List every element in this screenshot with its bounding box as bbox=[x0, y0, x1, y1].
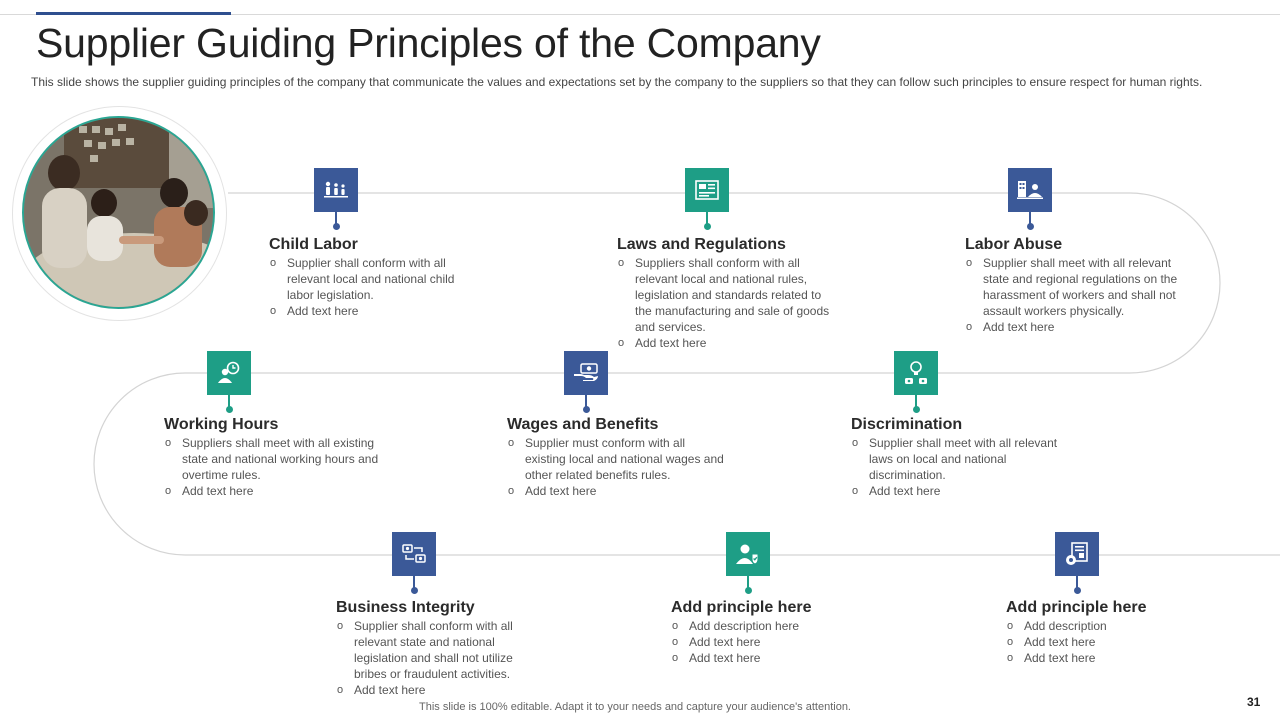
team-meeting-photo bbox=[22, 116, 215, 309]
connector-stem bbox=[1076, 576, 1078, 588]
photo-ring bbox=[12, 106, 227, 321]
idea-people-icon bbox=[894, 351, 938, 395]
bullet-item: Add description here bbox=[671, 618, 871, 634]
principle-title: Laws and Regulations bbox=[617, 236, 786, 253]
title-accent-bar bbox=[36, 12, 231, 15]
principle-bullets: Suppliers shall meet with all existing s… bbox=[164, 435, 389, 499]
connector-dot bbox=[410, 587, 418, 594]
bullet-item: Add text here bbox=[269, 303, 479, 319]
principle-bullets: Supplier shall conform with all relevant… bbox=[269, 255, 479, 319]
business-exchange-icon bbox=[392, 532, 436, 576]
connector-dot bbox=[582, 406, 590, 413]
bullet-item: Add text here bbox=[671, 634, 871, 650]
top-rule bbox=[0, 14, 1280, 15]
bullet-item: Supplier shall conform with all relevant… bbox=[269, 255, 479, 303]
connector-stem bbox=[747, 576, 749, 588]
principle-title: Discrimination bbox=[851, 416, 963, 433]
principle-title: Wages and Benefits bbox=[507, 416, 659, 433]
principle-bullets: Suppliers shall conform with all relevan… bbox=[617, 255, 832, 351]
connector-dot bbox=[332, 223, 340, 230]
principle-bullets: Supplier shall meet with all relevant la… bbox=[851, 435, 1071, 499]
principle-bullets: Supplier shall conform with all relevant… bbox=[336, 618, 536, 698]
bullet-item: Supplier must conform with all existing … bbox=[507, 435, 727, 483]
connector-dot bbox=[912, 406, 920, 413]
children-family-icon bbox=[314, 168, 358, 212]
bullet-item: Supplier shall conform with all relevant… bbox=[336, 618, 536, 682]
bullet-item: Add text here bbox=[851, 483, 1071, 499]
connector-stem bbox=[706, 212, 708, 224]
principle-title: Add principle here bbox=[1006, 599, 1147, 616]
principle-title: Labor Abuse bbox=[965, 236, 1063, 253]
connector-dot bbox=[744, 587, 752, 594]
principle-bullets: Supplier shall meet with all relevant st… bbox=[965, 255, 1185, 335]
bullet-item: Add text here bbox=[617, 335, 832, 351]
connector-dot bbox=[703, 223, 711, 230]
principle-title: Child Labor bbox=[269, 236, 358, 253]
law-document-icon bbox=[685, 168, 729, 212]
bullet-item: Supplier shall meet with all relevant la… bbox=[851, 435, 1071, 483]
page-number: 31 bbox=[1247, 695, 1261, 709]
worker-building-icon bbox=[1008, 168, 1052, 212]
connector-dot bbox=[225, 406, 233, 413]
document-gear-icon bbox=[1055, 532, 1099, 576]
page-subtitle: This slide shows the supplier guiding pr… bbox=[31, 75, 1203, 89]
bullet-item: Add text here bbox=[336, 682, 536, 698]
bullet-item: Add description bbox=[1006, 618, 1206, 634]
connector-stem bbox=[413, 576, 415, 588]
connector-stem bbox=[228, 395, 230, 407]
bullet-item: Add text here bbox=[1006, 650, 1206, 666]
connector-stem bbox=[585, 395, 587, 407]
worker-clock-icon bbox=[207, 351, 251, 395]
principle-title: Business Integrity bbox=[336, 599, 475, 616]
connector-stem bbox=[1029, 212, 1031, 224]
hand-money-icon bbox=[564, 351, 608, 395]
user-shield-icon bbox=[726, 532, 770, 576]
bullet-item: Supplier shall meet with all relevant st… bbox=[965, 255, 1185, 319]
page-title: Supplier Guiding Principles of the Compa… bbox=[36, 20, 821, 66]
connector-stem bbox=[335, 212, 337, 224]
bullet-item: Suppliers shall conform with all relevan… bbox=[617, 255, 832, 335]
bullet-item: Add text here bbox=[1006, 634, 1206, 650]
bullet-item: Add text here bbox=[671, 650, 871, 666]
bullet-item: Add text here bbox=[507, 483, 727, 499]
connector-stem bbox=[915, 395, 917, 407]
principle-title: Working Hours bbox=[164, 416, 279, 433]
bullet-item: Add text here bbox=[164, 483, 389, 499]
principle-title: Add principle here bbox=[671, 599, 812, 616]
bullet-item: Suppliers shall meet with all existing s… bbox=[164, 435, 389, 483]
footer-note: This slide is 100% editable. Adapt it to… bbox=[419, 701, 851, 713]
bullet-item: Add text here bbox=[965, 319, 1185, 335]
principle-bullets: Supplier must conform with all existing … bbox=[507, 435, 727, 499]
connector-dot bbox=[1026, 223, 1034, 230]
connector-dot bbox=[1073, 587, 1081, 594]
